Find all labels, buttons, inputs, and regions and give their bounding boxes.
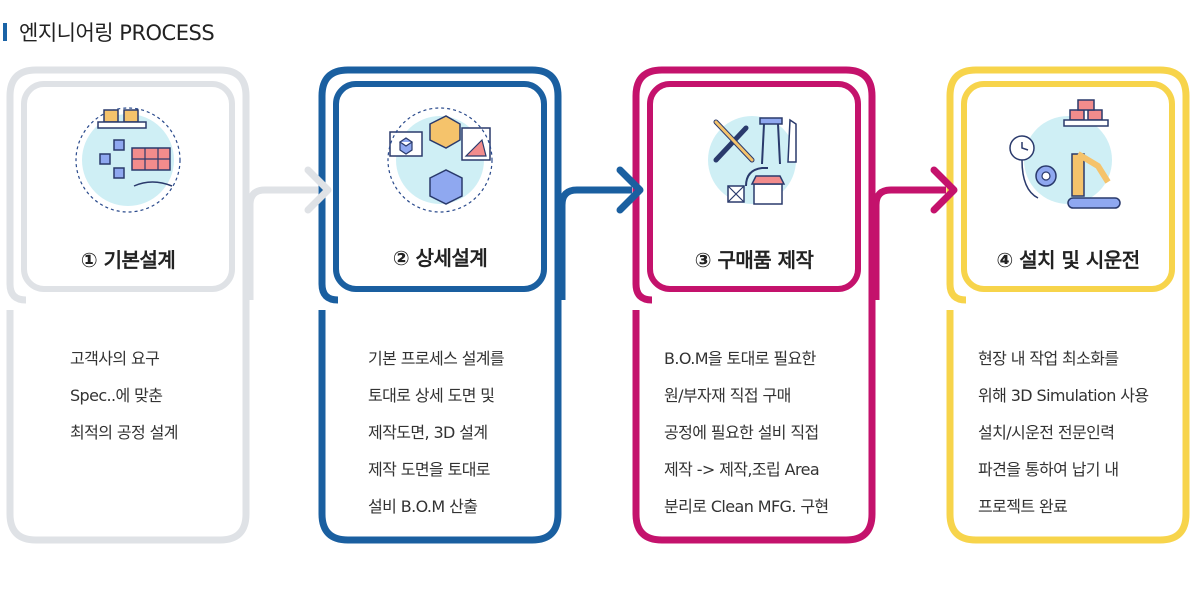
description-line: 원/부자재 직접 구매 xyxy=(664,386,791,405)
description-line: 토대로 상세 도면 및 xyxy=(368,386,495,405)
tools-workshop-icon xyxy=(708,116,797,205)
section-header: 엔지니어링 PROCESS xyxy=(0,18,215,46)
cad-design-icon xyxy=(387,107,493,213)
robot-arm-icon xyxy=(1009,99,1121,209)
step-1-description: 고객사의 요구 Spec..에 맞춘 최적의 공정 설계 xyxy=(70,340,280,451)
description-line: 기본 프로세스 설계를 xyxy=(368,349,505,368)
description-line: 설치/시운전 전문인력 xyxy=(978,423,1115,442)
description-line: 설비 B.O.M 산출 xyxy=(368,497,478,516)
step-4-title: ④ 설치 및 시운전 xyxy=(996,248,1140,272)
description-line: 위해 3D Simulation 사용 xyxy=(978,386,1149,405)
description-line: 공정에 필요한 설비 직접 xyxy=(664,423,819,442)
step-2-title: ② 상세설계 xyxy=(392,246,488,270)
step-3-title: ③ 구매품 제작 xyxy=(694,248,814,272)
description-line: 제작도면, 3D 설계 xyxy=(368,423,488,442)
connector-2-3 xyxy=(558,166,644,300)
connector-3-4 xyxy=(872,166,958,300)
description-line: 현장 내 작업 최소화를 xyxy=(978,349,1119,368)
step-1-title: ① 기본설계 xyxy=(80,248,176,272)
description-line: 제작 -> 제작,조립 Area xyxy=(664,460,820,479)
description-line: B.O.M을 토대로 필요한 xyxy=(664,349,816,368)
step-4-description: 현장 내 작업 최소화를 위해 3D Simulation 사용 설치/시운전 … xyxy=(978,340,1188,525)
description-line: Spec..에 맞춘 xyxy=(70,386,163,405)
description-line: 제작 도면을 토대로 xyxy=(368,460,491,479)
step-3-description: B.O.M을 토대로 필요한 원/부자재 직접 구매 공정에 필요한 설비 직접… xyxy=(664,340,874,525)
page-title: 엔지니어링 PROCESS xyxy=(19,21,215,45)
description-line: 고객사의 요구 xyxy=(70,349,160,368)
conveyor-boxes-icon xyxy=(75,107,181,213)
step-2-description: 기본 프로세스 설계를 토대로 상세 도면 및 제작도면, 3D 설계 제작 도… xyxy=(368,340,578,525)
description-line: 최적의 공정 설계 xyxy=(70,423,178,442)
description-line: 프로젝트 완료 xyxy=(978,497,1068,516)
description-line: 분리로 Clean MFG. 구현 xyxy=(664,497,829,516)
title-accent-bar xyxy=(3,23,7,41)
description-line: 파견을 통하여 납기 내 xyxy=(978,460,1119,479)
connector-1-2 xyxy=(246,166,332,300)
